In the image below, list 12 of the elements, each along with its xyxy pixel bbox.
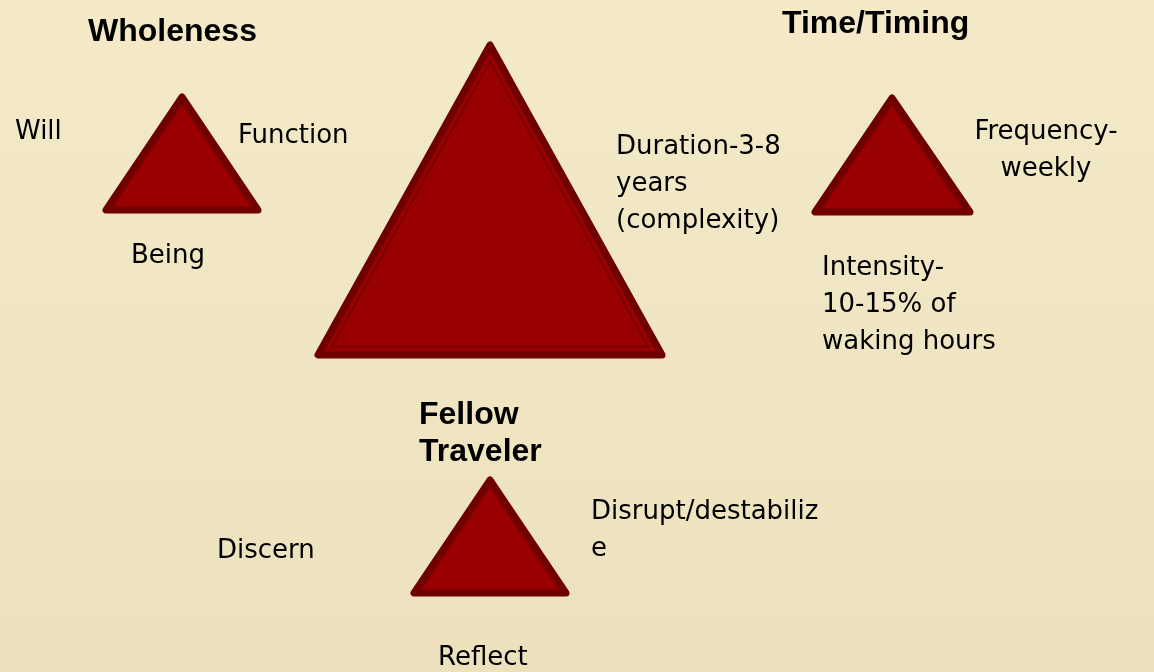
- vertex-label: Frequency- weekly: [973, 114, 1119, 184]
- vertex-label: Being: [131, 238, 207, 271]
- heading: Wholeness: [88, 12, 258, 49]
- heading: Fellow Traveler: [419, 395, 543, 469]
- vertex-label: Disrupt/destabilize: [591, 494, 820, 564]
- vertex-label: Will: [15, 114, 63, 147]
- vertex-label: Discern: [217, 533, 316, 566]
- note-text: Duration-3-8 years (complexity): [616, 129, 782, 236]
- vertex-label: Reflect: [438, 640, 529, 672]
- vertex-label: Intensity- 10-15% of waking hours: [822, 250, 997, 357]
- vertex-label: Function: [238, 118, 350, 151]
- heading: Time/Timing: [782, 4, 971, 41]
